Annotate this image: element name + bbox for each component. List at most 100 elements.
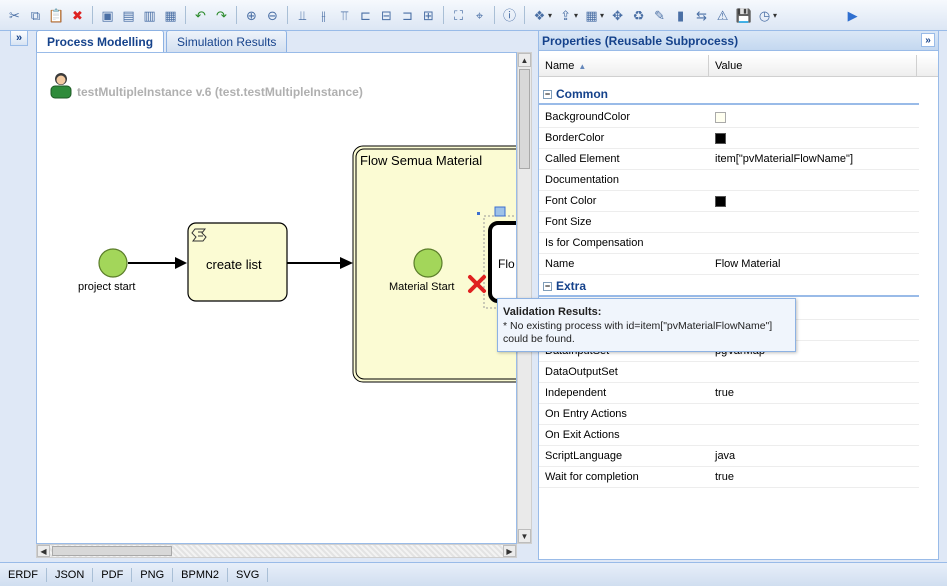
scroll-down-icon[interactable]: ▼ [518,529,531,543]
bring-front-icon[interactable]: ▣ [101,7,114,23]
expand-left-panel-button[interactable]: » [10,30,28,46]
collapse-group-icon[interactable]: − [543,280,552,291]
align-left-icon[interactable]: ⊏ [360,7,371,23]
redo-icon[interactable]: ↷ [216,7,227,23]
dropdown-caret-icon[interactable]: ▾ [574,10,579,20]
property-row[interactable]: Font Color [539,191,919,212]
task-create-list[interactable] [187,222,288,302]
column-header-name[interactable]: Name ▲ [539,55,709,77]
info-icon[interactable]: ⓘ [502,7,516,23]
scroll-thumb-horizontal[interactable] [52,546,172,556]
export-pdf-button[interactable]: PDF [93,567,133,582]
property-value[interactable]: Flow Material [715,258,781,270]
ungroup-icon[interactable]: ⊖ [267,7,278,23]
property-row[interactable]: BorderColor [539,128,919,149]
export-erdf-button[interactable]: ERDF [0,567,47,582]
dropdown-caret-icon[interactable]: ▾ [600,10,605,20]
property-name: Documentation [545,174,619,186]
validation-error-icon[interactable] [468,275,486,293]
property-row[interactable]: Font Size [539,212,919,233]
delete-icon[interactable]: ✖ [72,7,83,23]
process-canvas[interactable]: testMultipleInstance v.6 (test.testMulti… [36,52,517,544]
clock-icon[interactable]: ◷ [758,7,771,23]
property-name: Name [545,258,575,270]
column-header-value[interactable]: Value [709,55,917,77]
dropdown-caret-icon[interactable]: ▾ [548,10,553,20]
align-center-icon[interactable]: ⊟ [381,7,392,23]
reusable-subprocess-flow-material[interactable] [488,221,517,303]
collapse-group-icon[interactable]: − [543,88,552,99]
export-json-button[interactable]: JSON [47,567,94,582]
dictionary-icon[interactable]: ✎ [654,7,665,23]
property-value[interactable]: true [715,387,734,399]
property-name: Font Color [545,195,597,207]
property-value[interactable]: java [715,450,736,462]
export-icon[interactable]: ⇪ [560,7,571,23]
scroll-left-icon[interactable]: ◀ [37,545,50,557]
tooltip-body: * No existing process with id=item["pvMa… [503,320,773,345]
scroll-right-icon[interactable]: ▶ [503,545,516,557]
property-value[interactable] [709,132,919,144]
tab-simulation-results[interactable]: Simulation Results [166,30,288,52]
property-row[interactable]: Documentation [539,170,919,191]
collapse-properties-button[interactable]: » [921,33,935,47]
canvas-horizontal-scrollbar[interactable]: ◀ ▶ [36,544,517,558]
save-icon[interactable]: 💾 [735,7,752,23]
bring-forward-icon[interactable]: ▤ [122,7,135,23]
properties-header: Properties (Reusable Subprocess) » [539,31,938,51]
shapes-icon[interactable]: ❖ [533,7,546,23]
align-middle-icon[interactable]: ⫲ [321,7,326,23]
align-size-icon[interactable]: ⊞ [423,7,434,23]
property-row[interactable]: On Entry Actions [539,404,919,425]
property-value[interactable] [709,195,919,207]
color-swatch[interactable] [715,195,726,207]
start-event-material-start[interactable] [413,248,443,278]
variable-icon[interactable]: ▮ [676,7,685,23]
play-icon[interactable]: ▶ [847,7,858,23]
subprocess-icon[interactable]: ⇆ [696,7,707,23]
issues-icon[interactable]: ⚠ [716,7,729,23]
zoom-standard-icon[interactable]: ⌖ [475,7,484,23]
property-value[interactable]: item["pvMaterialFlowName"] [715,153,854,165]
align-top-icon[interactable]: ⫪ [340,7,349,23]
toolbar-separator [287,6,288,24]
color-icon[interactable]: ▦ [585,7,598,23]
align-bottom-icon[interactable]: ⫫ [298,7,307,23]
property-row[interactable]: Name Flow Material [539,254,919,275]
export-svg-button[interactable]: SVG [228,567,269,582]
send-back-icon[interactable]: ▦ [164,7,177,23]
label-subprocess-title: Flow Semua Material [360,153,483,168]
property-row[interactable]: On Exit Actions [539,425,919,446]
color-swatch[interactable] [715,132,726,144]
paste-icon[interactable]: 📋 [48,7,65,23]
property-group-extra[interactable]: −Extra [539,277,919,297]
property-value[interactable] [709,111,919,123]
arrange-icon[interactable]: ✥ [612,7,623,23]
scroll-thumb[interactable] [519,69,530,169]
copy-icon[interactable]: ⧉ [30,7,41,23]
undo-icon[interactable]: ↶ [195,7,206,23]
start-event-project-start[interactable] [98,248,128,278]
group-icon[interactable]: ⊕ [246,7,257,23]
export-bpmn2-button[interactable]: BPMN2 [173,567,229,582]
tab-process-modelling[interactable]: Process Modelling [36,30,165,53]
scroll-up-icon[interactable]: ▲ [518,53,531,67]
toolbar-separator [92,6,93,24]
export-png-button[interactable]: PNG [132,567,174,582]
property-value[interactable]: true [715,471,734,483]
validate-icon[interactable]: ♻ [632,7,645,23]
color-swatch[interactable] [715,111,726,123]
property-group-common[interactable]: −Common [539,85,919,105]
align-right-icon[interactable]: ⊐ [402,7,413,23]
property-row[interactable]: Is for Compensation [539,233,919,254]
send-backward-icon[interactable]: ▥ [143,7,156,23]
property-row[interactable]: BackgroundColor [539,107,919,128]
cut-icon[interactable]: ✂ [9,7,20,23]
dropdown-caret-icon[interactable]: ▾ [773,10,778,20]
property-row[interactable]: DataOutputSet [539,362,919,383]
zoom-fit-icon[interactable]: ⛶ [453,7,464,23]
